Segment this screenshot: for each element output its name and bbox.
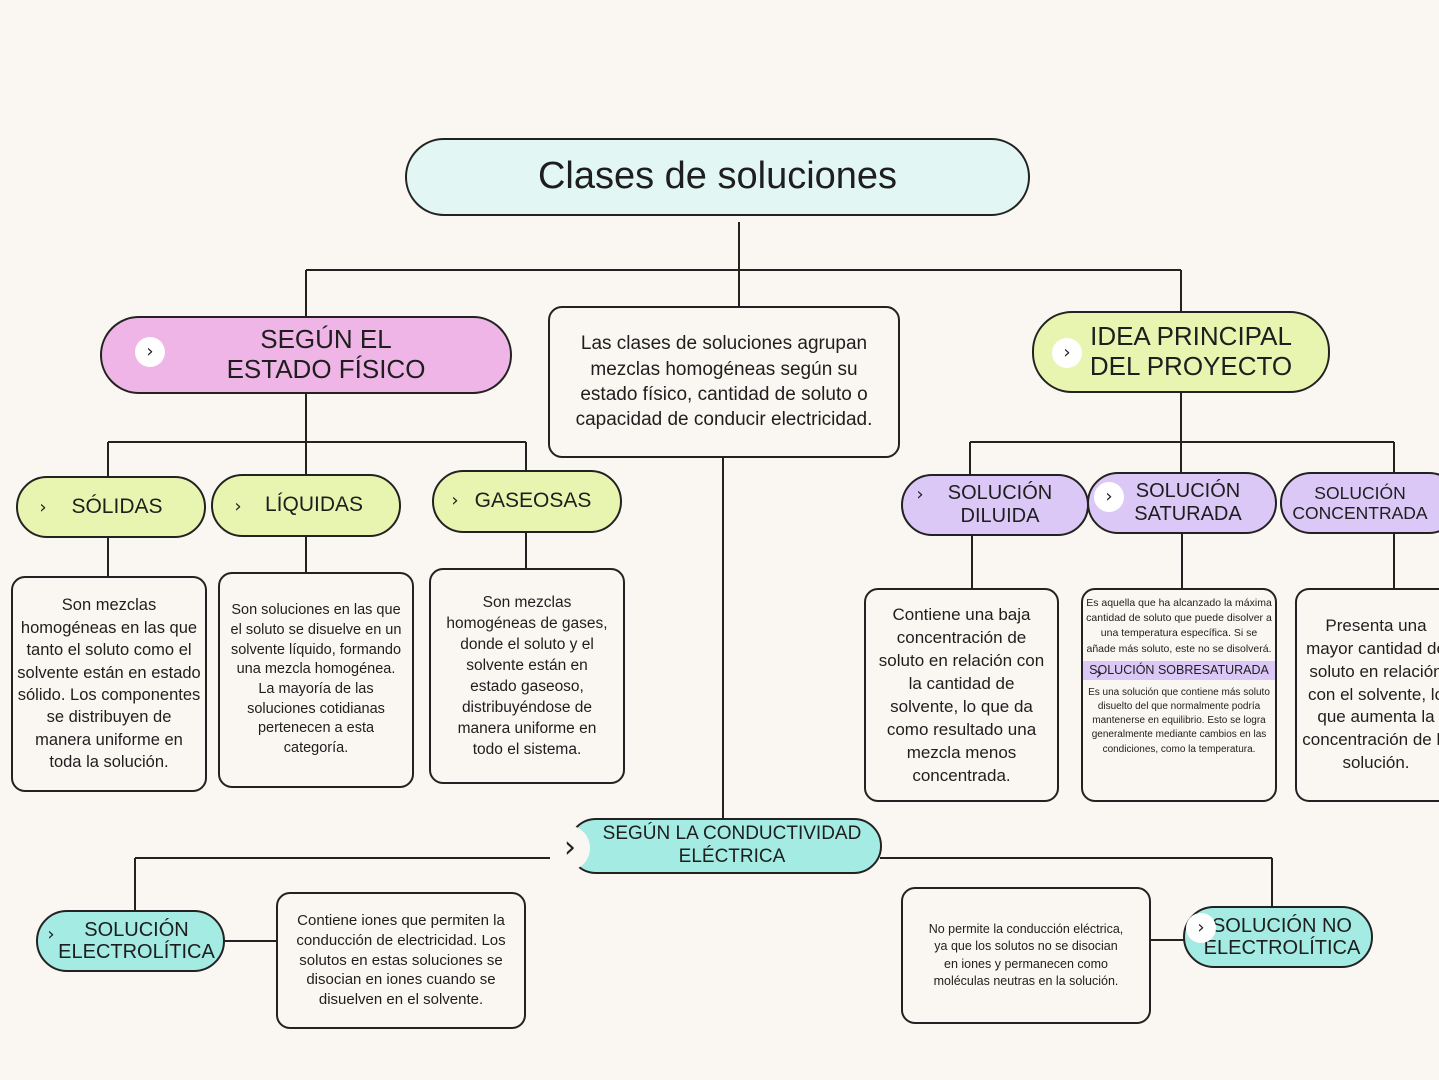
electrolitica-description-box: Contiene iones que permiten la conducció… [276, 892, 526, 1029]
diluida-node[interactable]: › SOLUCIÓN DILUIDA [901, 474, 1089, 536]
estado-fisico-label-line2: ESTADO FÍSICO [226, 354, 426, 384]
solidas-description-box: Son mezclas homogéneas en las que tanto … [11, 576, 207, 792]
conductividad-label-line1: SEGÚN LA CONDUCTIVIDAD [602, 823, 862, 845]
concentrada-description: Presenta una mayor cantidad de soluto en… [1302, 615, 1439, 773]
center-description: Las clases de soluciones agrupan mezclas… [575, 333, 873, 431]
electrolitica-label-line1: SOLUCIÓN [84, 919, 189, 941]
conductividad-label-line2: ELÉCTRICA [678, 846, 786, 867]
chevron-right-icon: › [1052, 338, 1082, 368]
solidas-node[interactable]: › SÓLIDAS [16, 476, 206, 538]
liquidas-node[interactable]: › LÍQUIDAS [211, 474, 401, 537]
solidas-label: SÓLIDAS [71, 494, 163, 518]
title-node: Clases de soluciones [405, 138, 1030, 216]
idea-principal-node[interactable]: › IDEA PRINCIPAL DEL PROYECTO [1032, 311, 1330, 393]
sobresaturada-description: Es una solución que contiene más soluto … [1088, 686, 1270, 755]
chevron-right-icon: › [234, 495, 242, 517]
idea-principal-label-line2: DEL PROYECTO [1089, 351, 1293, 381]
chevron-right-icon: › [1095, 664, 1103, 684]
diluida-label-line1: SOLUCIÓN [947, 482, 1053, 504]
center-description-box: Las clases de soluciones agrupan mezclas… [548, 306, 900, 458]
saturada-node[interactable]: › SOLUCIÓN SATURADA [1087, 472, 1277, 534]
no-electrolitica-label-line2: ELECTROLÍTICA [1203, 937, 1361, 959]
chevron-right-icon: › [451, 489, 459, 511]
concentrada-description-box: Presenta una mayor cantidad de soluto en… [1295, 588, 1439, 802]
chevron-right-icon: › [1094, 482, 1124, 512]
no-electrolitica-label-line1: SOLUCIÓN NO [1211, 915, 1352, 937]
diluida-description-box: Contiene una baja concentración de solut… [864, 588, 1059, 802]
gaseosas-description-box: Son mezclas homogéneas de gases, donde e… [429, 568, 625, 784]
diluida-description: Contiene una baja concentración de solut… [878, 604, 1045, 786]
conductividad-node[interactable]: › SEGÚN LA CONDUCTIVIDAD ELÉCTRICA [550, 818, 882, 874]
gaseosas-label: GASEOSAS [474, 489, 592, 513]
gaseosas-description: Son mezclas homogéneas de gases, donde e… [446, 593, 608, 759]
saturada-label-line2: SATURADA [1134, 503, 1242, 525]
liquidas-label: LÍQUIDAS [264, 493, 364, 517]
chevron-right-icon: › [1186, 913, 1216, 943]
idea-principal-label-line1: IDEA PRINCIPAL [1090, 321, 1292, 352]
electrolitica-label-line2: ELECTROLÍTICA [58, 941, 215, 963]
no-electrolitica-description: No permite la conducción eléctrica, ya q… [928, 922, 1124, 988]
electrolitica-description: Contiene iones que permiten la conducció… [296, 911, 506, 1009]
chevron-right-icon: › [550, 826, 590, 870]
concentrada-label-line1: SOLUCIÓN [1314, 482, 1406, 503]
chevron-right-icon: › [47, 924, 55, 946]
saturada-description: Es aquella que ha alcanzado la máxima ca… [1086, 597, 1272, 655]
sobresaturada-label-line1: SOLUCIÓN [1089, 662, 1155, 677]
diluida-label-line2: DILUIDA [960, 505, 1040, 527]
diagram-title: Clases de soluciones [537, 155, 898, 198]
sobresaturada-banner[interactable]: › SOLUCIÓN SOBRESATURADA [1083, 660, 1275, 683]
solidas-description: Son mezclas homogéneas en las que tanto … [17, 596, 201, 772]
liquidas-description-box: Son soluciones en las que el soluto se d… [218, 572, 414, 788]
no-electrolitica-description-box: No permite la conducción eléctrica, ya q… [901, 887, 1151, 1024]
chevron-right-icon: › [135, 337, 165, 367]
no-electrolitica-node[interactable]: › SOLUCIÓN NO ELECTROLÍTICA [1183, 906, 1373, 968]
electrolitica-node[interactable]: › SOLUCIÓN ELECTROLÍTICA [36, 910, 225, 972]
concentrada-label-line2: CONCENTRADA [1292, 503, 1428, 523]
estado-fisico-label-line1: SEGÚN EL [260, 324, 392, 355]
chevron-right-icon: › [39, 496, 47, 518]
sobresaturada-label-line2: SOBRESATURADA [1157, 662, 1269, 677]
liquidas-description: Son soluciones en las que el soluto se d… [230, 602, 402, 757]
chevron-right-icon: › [916, 483, 924, 505]
concentrada-node[interactable]: SOLUCIÓN CONCENTRADA [1280, 472, 1439, 534]
estado-fisico-node[interactable]: › SEGÚN EL ESTADO FÍSICO [100, 316, 512, 394]
saturada-label-line1: SOLUCIÓN [1135, 480, 1241, 502]
gaseosas-node[interactable]: › GASEOSAS [432, 470, 622, 533]
saturada-description-box: Es aquella que ha alcanzado la máxima ca… [1081, 588, 1277, 802]
